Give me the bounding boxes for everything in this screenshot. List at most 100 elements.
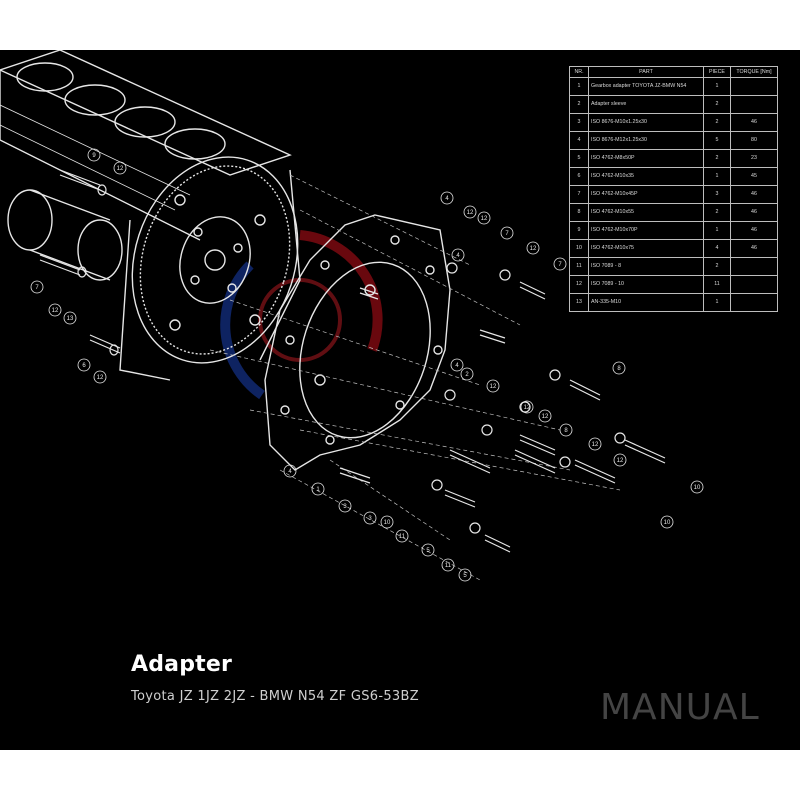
callout-number: 4 <box>288 469 292 475</box>
callout-number: 13 <box>67 316 74 322</box>
callout-number: 6 <box>82 363 86 369</box>
cell-torque <box>730 275 778 294</box>
callout-number: 12 <box>97 375 104 381</box>
parts-table-header-row: NR. PART PIECE TORQUE [Nm] <box>569 66 778 78</box>
cell-nr: 1 <box>569 77 589 96</box>
header-nr: NR. <box>569 66 589 78</box>
cell-part: Adapter sleeve <box>588 95 704 114</box>
callout-number: 3 <box>368 516 372 522</box>
cell-torque <box>730 95 778 114</box>
cell-part: ISO 8676-M12x1.25x30 <box>588 131 704 150</box>
cell-part: ISO 4762-M10x35 <box>588 167 704 186</box>
callout-markers <box>30 148 704 582</box>
cell-piece: 1 <box>703 221 731 240</box>
callout-number: 10 <box>664 520 671 526</box>
page-subtitle: Toyota JZ 1JZ 2JZ - BMW N54 ZF GS6-53BZ <box>131 689 419 704</box>
cell-nr: 8 <box>569 203 589 222</box>
cell-nr: 10 <box>569 239 589 258</box>
callout-number: 12 <box>592 442 599 448</box>
callout-number: 9 <box>92 153 96 159</box>
cell-piece: 2 <box>703 95 731 114</box>
cell-nr: 4 <box>569 131 589 150</box>
cell-torque <box>730 293 778 312</box>
header-torque: TORQUE [Nm] <box>730 66 778 78</box>
cell-piece: 3 <box>703 185 731 204</box>
header-piece: PIECE <box>703 66 731 78</box>
callout-number: 8 <box>617 366 621 372</box>
cell-nr: 3 <box>569 113 589 132</box>
cell-part: ISO 4762-M10x55 <box>588 203 704 222</box>
cell-nr: 11 <box>569 257 589 276</box>
cell-torque: 23 <box>730 149 778 168</box>
callout-number: 12 <box>481 216 488 222</box>
callout-number: 2 <box>465 372 469 378</box>
cell-piece: 11 <box>703 275 731 294</box>
callout-number: 12 <box>490 384 497 390</box>
cell-part: ISO 4762-M10x70P <box>588 221 704 240</box>
cell-piece: 2 <box>703 257 731 276</box>
manual-watermark: MANUAL <box>600 687 760 728</box>
cell-part: ISO 7089 - 8 <box>588 257 704 276</box>
cell-torque <box>730 77 778 96</box>
header-part: PART <box>588 66 704 78</box>
cell-part: ISO 8676-M10x1.25x30 <box>588 113 704 132</box>
callout-number: 7 <box>505 231 509 237</box>
cell-nr: 9 <box>569 221 589 240</box>
callout-number: 1 <box>316 487 320 493</box>
callout-number: 12 <box>617 458 624 464</box>
callout-number: 12 <box>542 414 549 420</box>
callout-number: 10 <box>384 520 391 526</box>
adapter-plate <box>264 214 451 471</box>
callout-number: 5 <box>426 548 430 554</box>
manual-panel: 9 12 7 12 13 6 12 4 12 12 4 7 12 7 4 2 1… <box>0 50 800 750</box>
cell-piece: 1 <box>703 167 731 186</box>
cell-part: ISO 4762-M10x45P <box>588 185 704 204</box>
callout-number: 11 <box>445 563 452 569</box>
assembly-axes <box>209 174 621 581</box>
cell-torque: 46 <box>730 239 778 258</box>
cell-torque: 46 <box>730 113 778 132</box>
callout-number: 3 <box>343 504 347 510</box>
callout-number: 11 <box>399 534 406 540</box>
callout-number: 4 <box>445 196 449 202</box>
callout-number: 12 <box>52 308 59 314</box>
engine-block <box>0 50 292 281</box>
cell-piece: 2 <box>703 113 731 132</box>
callout-number: 7 <box>558 262 562 268</box>
callout-number: 7 <box>35 285 39 291</box>
callout-numbers: 9 12 7 12 13 6 12 4 12 12 4 7 12 7 4 2 1… <box>35 153 701 579</box>
callout-number: 12 <box>467 210 474 216</box>
cell-nr: 6 <box>569 167 589 186</box>
callout-number: 12 <box>524 405 531 411</box>
cell-torque: 46 <box>730 221 778 240</box>
cell-torque: 45 <box>730 167 778 186</box>
cell-nr: 7 <box>569 185 589 204</box>
cell-piece: 5 <box>703 131 731 150</box>
cell-torque: 80 <box>730 131 778 150</box>
cell-part: ISO 4762-M10x75 <box>588 239 704 258</box>
cell-nr: 2 <box>569 95 589 114</box>
cell-part: AN-335-M10 <box>588 293 704 312</box>
cell-piece: 2 <box>703 203 731 222</box>
cell-piece: 1 <box>703 77 731 96</box>
cell-part: ISO 4762-M8x50P <box>588 149 704 168</box>
cell-piece: 4 <box>703 239 731 258</box>
cell-nr: 13 <box>569 293 589 312</box>
callout-number: 4 <box>455 363 459 369</box>
exploded-view-drawing: 9 12 7 12 13 6 12 4 12 12 4 7 12 7 4 2 1… <box>0 50 704 582</box>
cell-piece: 2 <box>703 149 731 168</box>
cell-torque <box>730 257 778 276</box>
page-title: Adapter <box>131 652 233 677</box>
